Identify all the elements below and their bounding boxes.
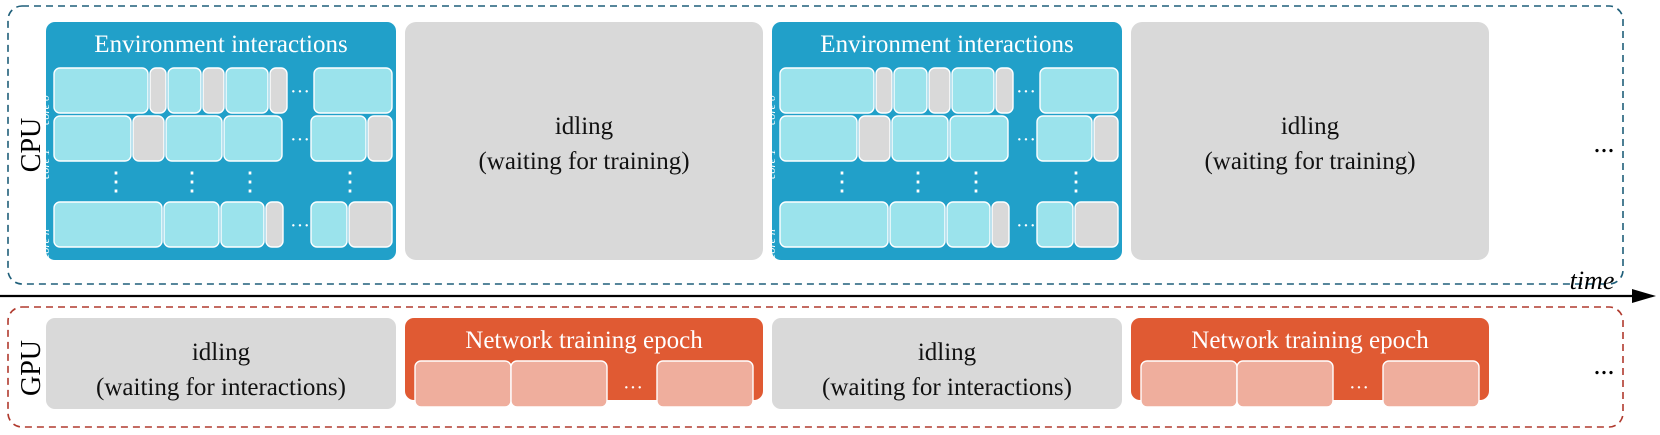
batch-cell xyxy=(1382,360,1480,408)
env-step-cell xyxy=(779,201,889,248)
idle-line-2: (waiting for training) xyxy=(1204,148,1415,175)
env-step-cell xyxy=(167,67,202,114)
env-wait-cell xyxy=(348,201,393,248)
train-block-title: Network training epoch xyxy=(465,327,703,354)
time-label: time xyxy=(1570,266,1615,295)
row-ellipsis: ··· xyxy=(1016,129,1036,151)
env-wait-cell xyxy=(202,67,225,114)
idle-line-1: idling xyxy=(192,339,251,366)
gpu-lane-label: GPU xyxy=(16,340,47,396)
env-wait-cell xyxy=(991,201,1010,248)
env-wait-cell xyxy=(858,115,891,162)
env-step-cell xyxy=(891,115,949,162)
idle-line-1: idling xyxy=(918,339,977,366)
env-step-cell xyxy=(779,67,875,114)
row-ellipsis: ··· xyxy=(290,81,310,103)
env-step-cell xyxy=(1039,67,1119,114)
env-step-cell xyxy=(889,201,946,248)
idle-line-2: (waiting for interactions) xyxy=(822,374,1072,401)
env-step-cell xyxy=(310,201,348,248)
env-step-cell xyxy=(949,115,1009,162)
idle-block-bg xyxy=(46,318,396,409)
env-wait-cell xyxy=(149,67,167,114)
env-block-title: Environment interactions xyxy=(820,31,1073,58)
idle-block-bg xyxy=(772,318,1122,409)
cpu-continuation-ellipsis: ... xyxy=(1594,128,1615,159)
vertical-ellipsis: ⋮ xyxy=(1063,167,1089,196)
gpu-continuation-ellipsis: ... xyxy=(1594,350,1615,381)
training-epoch-block: Network training epoch ··· xyxy=(405,318,763,408)
batch-ellipsis: ··· xyxy=(623,377,643,399)
env-step-cell xyxy=(310,115,367,162)
env-wait-cell xyxy=(995,67,1014,114)
env-wait-cell xyxy=(1074,201,1119,248)
env-wait-cell xyxy=(1093,115,1119,162)
env-wait-cell xyxy=(367,115,393,162)
env-step-cell xyxy=(951,67,995,114)
vertical-ellipsis: ⋮ xyxy=(237,167,263,196)
env-step-cell xyxy=(1036,115,1093,162)
env-step-cell xyxy=(223,115,283,162)
env-step-cell xyxy=(163,201,220,248)
core-label: core 0 xyxy=(38,95,52,125)
idle-line-2: (waiting for training) xyxy=(478,148,689,175)
env-step-cell xyxy=(893,67,928,114)
core-label: core 0 xyxy=(764,95,778,125)
idle-line-2: (waiting for interactions) xyxy=(96,374,346,401)
env-step-cell xyxy=(225,67,269,114)
env-interactions-block: Environment interactions ··· core 0 ··· core… xyxy=(764,22,1122,260)
vertical-ellipsis: ⋮ xyxy=(179,167,205,196)
idle-block-bg xyxy=(405,22,763,260)
batch-cell xyxy=(1140,360,1238,408)
env-step-cell xyxy=(313,67,393,114)
env-wait-cell xyxy=(875,67,893,114)
env-wait-cell xyxy=(269,67,288,114)
vertical-ellipsis: ⋮ xyxy=(103,167,129,196)
env-step-cell xyxy=(53,115,132,162)
vertical-ellipsis: ⋮ xyxy=(337,167,363,196)
row-ellipsis: ··· xyxy=(1016,81,1036,103)
time-axis-arrowhead xyxy=(1632,289,1656,303)
env-step-cell xyxy=(946,201,991,248)
vertical-ellipsis: ⋮ xyxy=(905,167,931,196)
core-label: core n xyxy=(764,229,778,259)
cpu-lane xyxy=(7,5,1624,285)
cpu-idle-block: idling (waiting for training) xyxy=(405,22,763,260)
env-step-cell xyxy=(1036,201,1074,248)
batch-cell xyxy=(656,360,754,408)
gpu-lane xyxy=(7,306,1624,428)
cpu-lane-label: CPU xyxy=(16,118,47,172)
batch-cell xyxy=(414,360,512,408)
env-wait-cell xyxy=(265,201,284,248)
idle-block-bg xyxy=(1131,22,1489,260)
env-interactions-block: Environment interactions ··· core 0 ··· core… xyxy=(38,22,396,260)
env-step-cell xyxy=(53,67,149,114)
train-block-title: Network training epoch xyxy=(1191,327,1429,354)
env-wait-cell xyxy=(132,115,165,162)
core-label: core 1 xyxy=(764,149,778,179)
env-step-cell xyxy=(165,115,223,162)
batch-cell xyxy=(510,360,608,408)
core-label: core n xyxy=(38,229,52,259)
idle-line-1: idling xyxy=(555,113,614,140)
row-ellipsis: ··· xyxy=(290,129,310,151)
gpu-idle-block: idling (waiting for interactions) xyxy=(772,318,1122,409)
cpu-idle-block: idling (waiting for training) xyxy=(1131,22,1489,260)
idle-line-1: idling xyxy=(1281,113,1340,140)
env-wait-cell xyxy=(928,67,951,114)
training-epoch-block: Network training epoch ··· xyxy=(1131,318,1489,408)
row-ellipsis: ··· xyxy=(290,215,310,237)
env-step-cell xyxy=(220,201,265,248)
vertical-ellipsis: ⋮ xyxy=(829,167,855,196)
env-step-cell xyxy=(53,201,163,248)
env-block-title: Environment interactions xyxy=(94,31,347,58)
row-ellipsis: ··· xyxy=(1016,215,1036,237)
batch-ellipsis: ··· xyxy=(1349,377,1369,399)
env-step-cell xyxy=(779,115,858,162)
core-label: core 1 xyxy=(38,149,52,179)
gpu-idle-block: idling (waiting for interactions) xyxy=(46,318,396,409)
vertical-ellipsis: ⋮ xyxy=(963,167,989,196)
batch-cell xyxy=(1236,360,1334,408)
